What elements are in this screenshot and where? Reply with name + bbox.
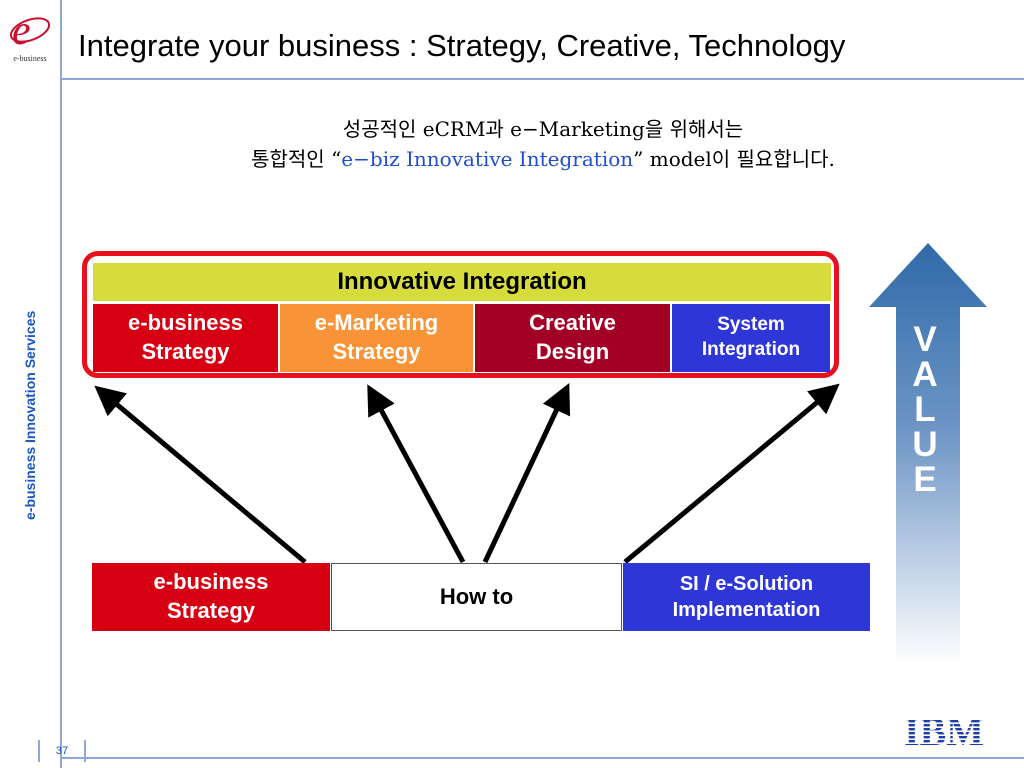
ibm-logo-icon: IBM [904,712,984,750]
footer-divider [62,757,1024,759]
arrow-to-creative-design [482,382,571,564]
ibm-logo-text: IBM [904,712,984,750]
bottom-box-ebusiness-strategy: e-business Strategy [92,563,330,631]
page-number: 37 [38,740,86,762]
logo-subtitle: e-business [13,54,47,63]
arrow-to-emarketing-strategy [367,384,466,564]
top-box-creative-design: Creative Design [475,304,670,372]
subtitle-line-1: 성공적인 eCRM과 e−Marketing을 위해서는 [342,117,744,141]
top-box-ebusiness-strategy: e-business Strategy [93,304,278,372]
innovative-integration-header: Innovative Integration [93,263,831,301]
subtitle-line-2-before: 통합적인 “ [251,147,342,171]
innovative-integration-frame [82,251,839,378]
subtitle-highlight: e−biz Innovative Integration [341,147,634,171]
value-arrow-icon [869,243,987,665]
top-box-emarketing-strategy: e-Marketing Strategy [280,304,473,372]
header-divider [62,78,1024,80]
bottom-box-how-to: How to [331,563,622,631]
bottom-box-si-esolution: SI / e-Solution Implementation [623,563,870,631]
top-box-system-integration: System Integration [672,304,830,372]
arrow-to-system-integration [623,383,840,564]
page-title: Integrate your business : Strategy, Crea… [78,28,846,63]
e-business-logo-icon: e [9,8,51,52]
subtitle-line-2-after: ” model이 필요합니다. [633,147,835,171]
left-rail-divider [60,0,62,768]
subtitle-line-2: 통합적인 “e−biz Innovative Integration” mode… [62,143,1024,172]
value-label: V A L U E [912,320,938,499]
arrow-to-ebusiness-strategy [94,385,307,564]
